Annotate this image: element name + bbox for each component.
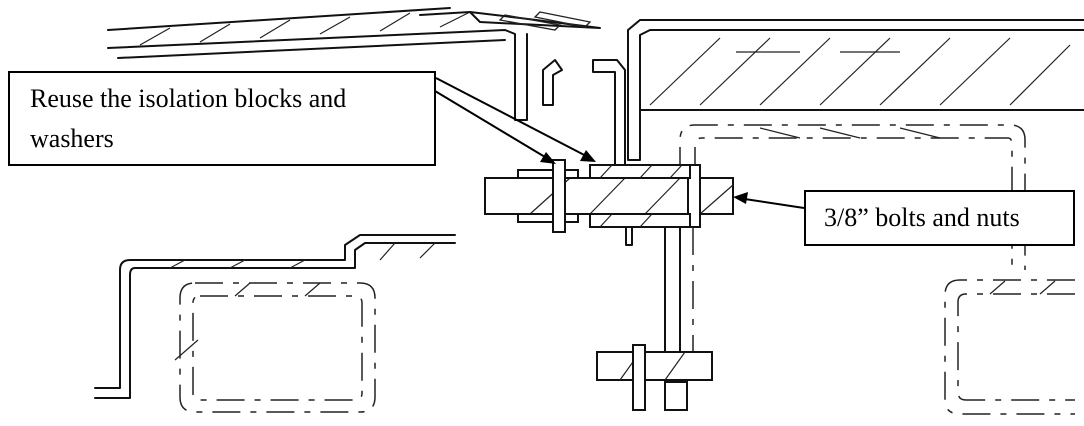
leader-line-block [435, 77, 591, 159]
right-lower-tube [944, 279, 1075, 415]
isolation-block-assembly [484, 159, 734, 246]
top-left-panel [107, 7, 601, 121]
leader-arrows [429, 77, 805, 209]
leader-line-washer [429, 87, 551, 161]
leader-line-bolt [737, 197, 805, 209]
bolts-callout: 3/8” bolts and nuts [804, 190, 1075, 246]
isolation-callout: Reuse the isolation blocks and washers [8, 71, 436, 166]
left-tube [174, 282, 376, 413]
vertical-bracket [596, 226, 713, 411]
right-tube [679, 124, 1026, 270]
left-bracket [94, 234, 456, 399]
arrowhead-washer [540, 152, 556, 164]
arrowhead-bolt [733, 192, 748, 204]
hook-pieces [542, 59, 626, 166]
arrowhead-block [580, 150, 596, 162]
top-right-channel [627, 19, 1084, 161]
